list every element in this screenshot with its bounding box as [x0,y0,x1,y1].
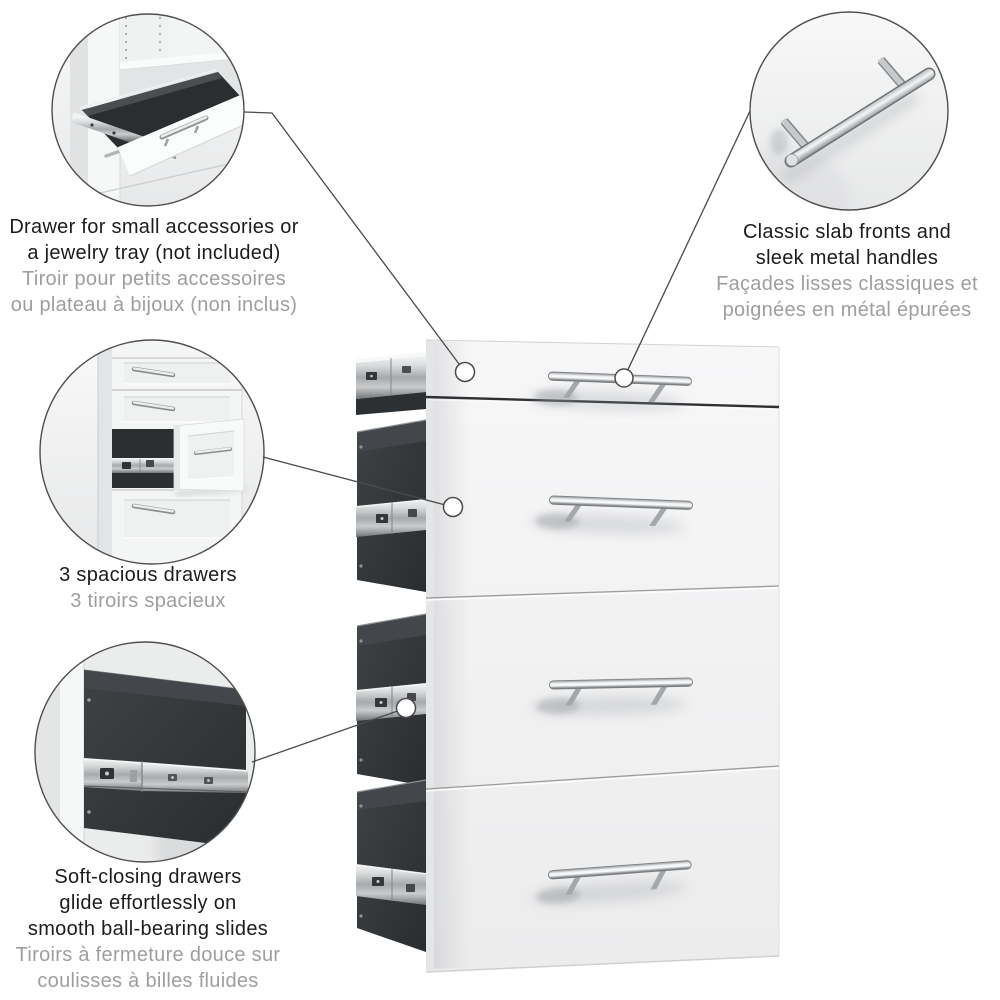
caption-line-en: Classic slab fronts and [742,221,952,243]
connector-line-metal-handle [623,110,751,379]
callout-circle-outline [39,339,265,565]
caption-line-fr: Tiroir pour petits accessoires [22,268,286,290]
caption-slab-fronts-handles: Classic slab fronts and sleek metal hand… [694,219,1000,323]
drawer-box-1 [356,352,426,415]
caption-line-fr: coulisses à billes fluides [37,970,259,992]
caption-spacious-drawers: 3 spacious drawers 3 tiroirs spacieux [12,562,284,614]
caption-line-en: a jewelry tray (not included) [27,242,281,264]
callout-circle-outline [51,13,245,207]
caption-line-en: smooth ball-bearing slides [27,918,269,940]
marker-dot-metal-handle [614,368,634,388]
drawer-unit [355,339,780,973]
caption-soft-closing-slides: Soft-closing drawers glide effortlessly … [0,864,296,994]
drawer-box-2 [355,419,427,592]
slide-rail-2 [356,499,426,537]
callout-photo-metal-handle [749,11,949,211]
front-panel [426,340,779,972]
callout-markers [395,361,634,719]
caption-line-en: Drawer for small accessories or [9,216,299,238]
drawer-box-4 [355,779,427,952]
slide-rail [112,458,174,473]
caption-accessory-drawer: Drawer for small accessories or a jewelr… [0,214,308,318]
connector-line-slide-rail [251,707,407,763]
caption-line-fr: poignées en métal épurées [722,299,972,321]
caption-line-fr: Tiroirs à fermeture douce sur [15,944,281,966]
caption-line-en: glide effortlessly on [59,892,237,914]
marker-dot-three-drawers [442,496,464,518]
drawer-box-3 [355,613,427,786]
drawer-box-side [84,670,246,848]
front-gap-3 [425,765,780,792]
callout-connectors [243,110,751,763]
marker-dot-slide-rail [395,697,417,719]
open-drawer-front [118,96,244,176]
callout-photo-accessory-drawer [51,13,245,207]
caption-line-en: sleek metal handles [755,247,939,269]
connector-line-three-drawers [262,456,454,508]
connector-line-accessory-drawer [243,111,466,373]
slide-rail [70,112,143,146]
caption-line-en: 3 spacious drawers [59,564,237,586]
slide-rail-4 [356,864,426,905]
shelf-pin-holes [124,16,162,60]
caption-line-en: Soft-closing drawers [54,866,242,888]
marker-dot-accessory-drawer [454,361,476,383]
front-gap-2 [425,585,780,601]
callout-circle-outline [34,641,256,863]
caption-line-fr: 3 tiroirs spacieux [70,590,226,612]
callout-photo-three-drawers [39,339,265,565]
caption-line-fr: Façades lisses classiques et [716,273,978,295]
caption-line-fr: ou plateau à bijoux (non inclus) [10,294,298,316]
